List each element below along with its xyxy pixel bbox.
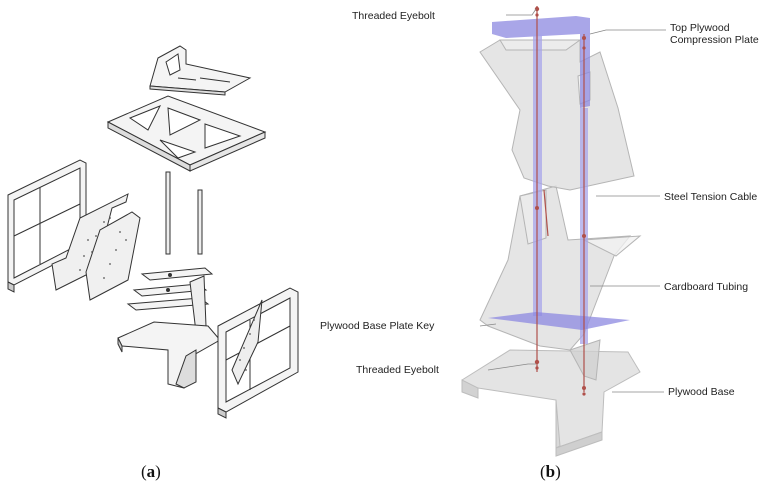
exploded-top-plate xyxy=(149,45,252,96)
label-cardboard-tubing: Cardboard Tubing xyxy=(664,281,749,293)
label-plywood-base: Plywood Base xyxy=(668,386,735,398)
eyebolts xyxy=(534,6,586,396)
steel-tension-cable xyxy=(536,6,585,392)
eyebolt-top-icon xyxy=(534,6,540,12)
caption-b: (b) xyxy=(540,462,561,481)
leader-lines xyxy=(479,8,666,393)
exploded-inserts xyxy=(51,193,141,301)
label-threaded-eyebolt-bottom: Threaded Eyebolt xyxy=(356,364,439,376)
exploded-rods xyxy=(165,171,203,255)
plywood-base xyxy=(461,349,641,457)
caption-a: (a) xyxy=(141,462,161,481)
label-threaded-eyebolt-top: Threaded Eyebolt xyxy=(352,10,435,22)
caption-b-letter: b xyxy=(545,462,556,481)
exploded-base xyxy=(117,321,221,389)
label-top-plate-line2: Compression Plate xyxy=(670,34,759,46)
lower-cardboard-tube xyxy=(479,185,642,381)
label-top-plywood-compression-plate: Top Plywood Compression Plate xyxy=(670,22,759,46)
upper-cardboard-tube xyxy=(479,39,635,191)
label-plywood-base-plate-key: Plywood Base Plate Key xyxy=(320,320,435,332)
exploded-stack-plates xyxy=(126,267,214,333)
eyebolt-bottom-icon xyxy=(534,359,540,365)
assembled-view xyxy=(461,6,666,457)
caption-a-letter: a xyxy=(146,462,156,481)
exploded-right-frame xyxy=(217,287,299,419)
exploded-frame-plate xyxy=(106,95,267,172)
exploded-view xyxy=(7,45,299,419)
label-top-plate-line1: Top Plywood xyxy=(670,22,730,34)
exploded-left-frame xyxy=(7,159,87,293)
label-steel-tension-cable: Steel Tension Cable xyxy=(664,191,758,203)
